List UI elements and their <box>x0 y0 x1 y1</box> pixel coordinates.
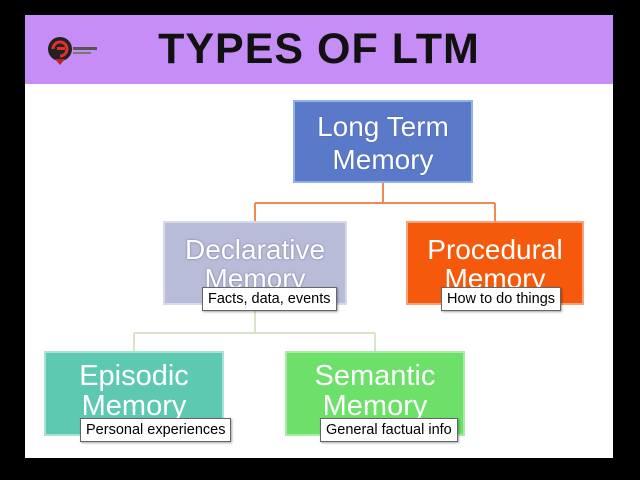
note-semantic: General factual info <box>320 418 458 442</box>
node-long-term-memory-line2: Memory <box>332 143 434 175</box>
logo-icon <box>48 37 97 65</box>
connector-lines <box>133 183 496 351</box>
node-long-term-memory-line1: Long Term <box>317 111 449 143</box>
node-declarative-memory-line1: Declarative <box>184 234 326 265</box>
note-episodic: Personal experiences <box>80 418 232 442</box>
slide-title: TYPES OF LTM <box>158 25 480 73</box>
node-semantic-memory-line2: Memory <box>322 390 428 423</box>
node-episodic-memory-line1: Episodic <box>79 360 189 392</box>
node-long-term-memory: Long Term Memory <box>293 100 473 183</box>
node-semantic-memory-line1: Semantic <box>314 360 436 392</box>
node-episodic-memory-line2: Memory <box>81 390 187 423</box>
connector-bottom <box>133 311 376 351</box>
note-declarative: Facts, data, events <box>202 287 337 311</box>
note-procedural: How to do things <box>441 287 562 311</box>
node-procedural-memory-line1: Procedural <box>427 234 563 265</box>
title-bar: TYPES OF LTM <box>25 15 613 84</box>
slide: TYPES OF LTM Long Term Memory Declarativ… <box>25 15 613 458</box>
connector-top <box>254 183 496 221</box>
